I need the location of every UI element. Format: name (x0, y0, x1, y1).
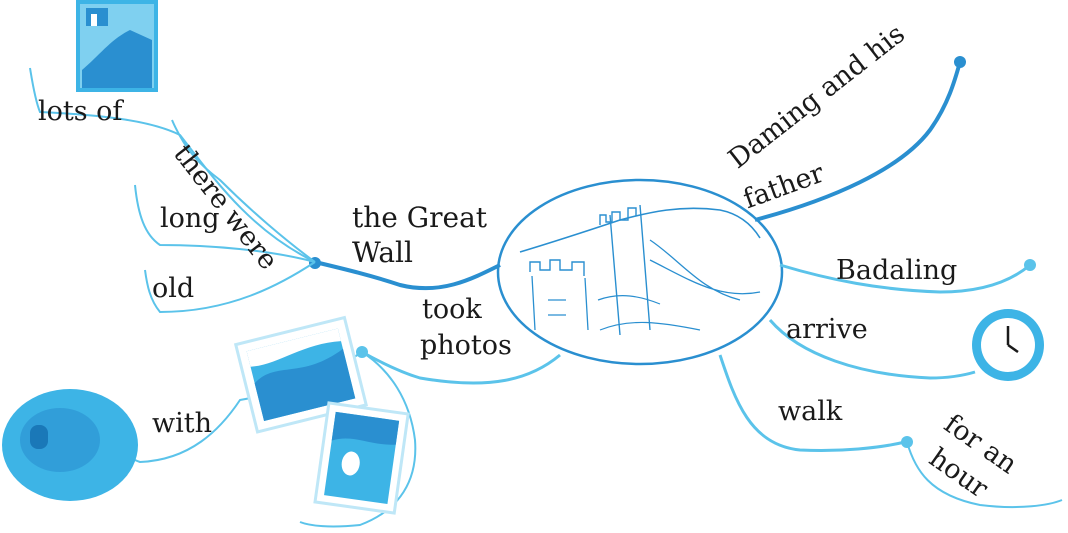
label-photos: photos (420, 332, 512, 360)
branch-node (954, 56, 966, 68)
label-wall: Wall (352, 238, 413, 267)
great-wall-photo-icon (76, 0, 158, 92)
label-walk: walk (778, 398, 842, 426)
label-with: with (152, 410, 212, 438)
center-great-wall-sketch (498, 180, 782, 364)
clock-icon (972, 309, 1044, 381)
label-badaling: Badaling (836, 257, 957, 285)
stone-tower-icon (2, 389, 138, 501)
photo-icon (315, 403, 408, 513)
branch-node (1024, 259, 1036, 271)
label-took: took (422, 296, 482, 324)
label-arrive: arrive (786, 316, 868, 344)
label-lots-of: lots of (38, 98, 122, 126)
label-old: old (152, 275, 194, 303)
label-the-great: the Great (352, 203, 487, 232)
label-long: long (160, 205, 220, 233)
